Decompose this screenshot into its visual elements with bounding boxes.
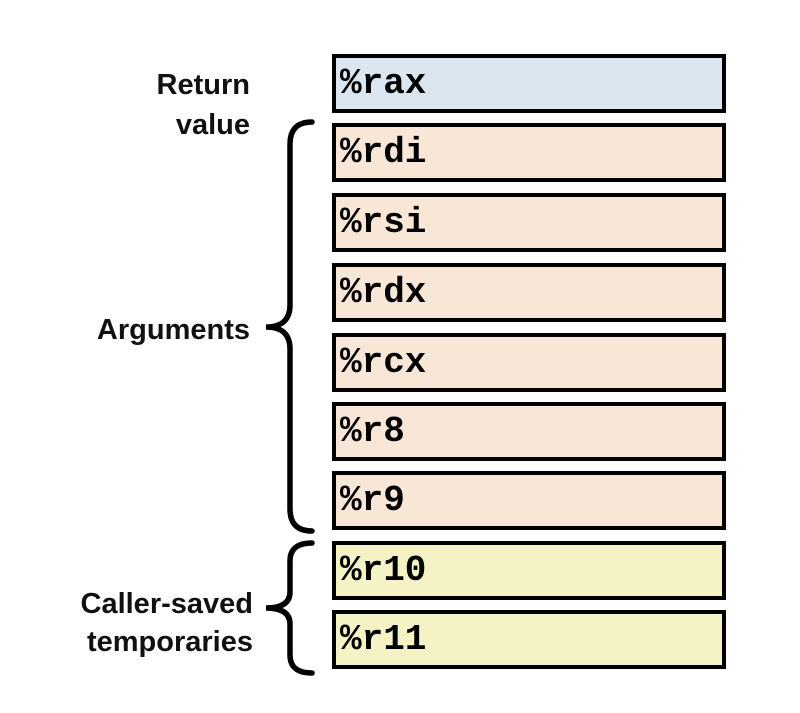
return-value-label: Return value (156, 69, 250, 141)
register-box-r10: %r10 (332, 541, 726, 600)
register-box-rdx: %rdx (332, 263, 726, 322)
arguments-brace-icon (265, 119, 315, 534)
register-name-r11: %r11 (340, 619, 427, 660)
register-name-rcx: %rcx (340, 342, 427, 383)
register-box-rcx: %rcx (332, 333, 726, 392)
register-box-rsi: %rsi (332, 193, 726, 252)
register-name-r9: %r9 (340, 480, 405, 521)
caller-saved-brace-icon (265, 540, 315, 676)
register-name-rdi: %rdi (340, 132, 427, 173)
register-name-rax: %rax (340, 63, 427, 104)
register-name-rsi: %rsi (340, 202, 427, 243)
register-name-r8: %r8 (340, 411, 405, 452)
register-name-r10: %r10 (340, 550, 427, 591)
register-name-rdx: %rdx (340, 272, 427, 313)
register-box-rdi: %rdi (332, 123, 726, 182)
caller-saved-label: Caller-saved temporaries (80, 588, 254, 658)
arguments-label: Arguments (96, 314, 250, 346)
register-box-r9: %r9 (332, 471, 726, 530)
register-box-r11: %r11 (332, 610, 726, 669)
register-box-rax: %rax (332, 54, 726, 113)
register-box-r8: %r8 (332, 402, 726, 461)
